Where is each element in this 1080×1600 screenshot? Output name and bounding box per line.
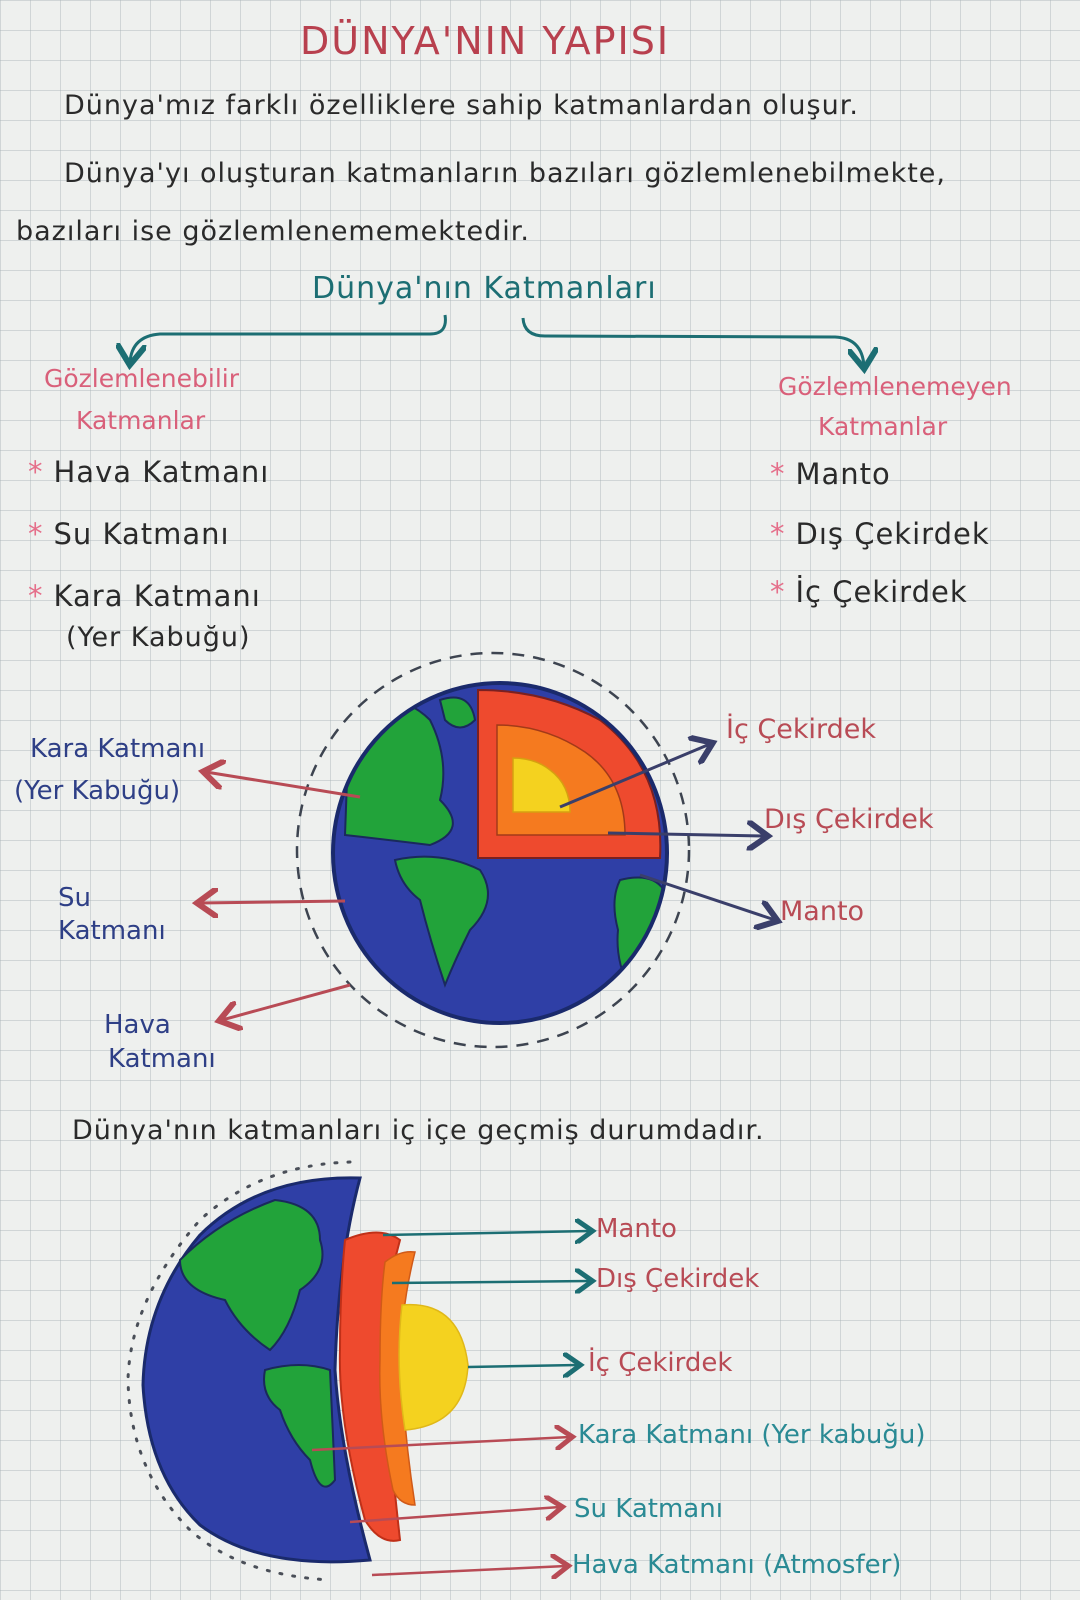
asterisk-bullet-icon: * <box>770 517 786 551</box>
diagram2-label-su: Su Katmanı <box>574 1494 723 1524</box>
diagram1-label-manto: Manto <box>780 896 865 927</box>
diagram1-label-kara-line2: (Yer Kabuğu) <box>14 776 181 806</box>
unobservable-heading-line2: Katmanlar <box>818 412 948 441</box>
nested-layers-sentence: Dünya'nın katmanları iç içe geçmiş durum… <box>72 1115 765 1146</box>
asterisk-bullet-icon: * <box>28 517 44 551</box>
observable-heading-line2: Katmanlar <box>76 406 206 435</box>
unobservable-heading-line1: Gözlemlenemeyen <box>778 372 1012 401</box>
diagram2-label-ic-cekirdek: İç Çekirdek <box>588 1348 733 1378</box>
intro-line-3: bazıları ise gözlemlenememektedir. <box>16 216 530 247</box>
page-title: DÜNYA'NIN YAPISI <box>300 19 671 63</box>
unobservable-item-ic-cekirdek: *İç Çekirdek <box>770 575 968 609</box>
diagram2-label-hava: Hava Katmanı (Atmosfer) <box>572 1550 902 1580</box>
intro-line-2: Dünya'yı oluşturan katmanların bazıları … <box>64 158 946 189</box>
layers-heading: Dünya'nın Katmanları <box>312 271 657 306</box>
diagram2-label-kara: Kara Katmanı (Yer kabuğu) <box>578 1420 926 1450</box>
observable-item-kara: *Kara Katmanı <box>28 579 261 613</box>
observable-item-hava: *Hava Katmanı <box>28 455 270 489</box>
asterisk-bullet-icon: * <box>770 457 786 491</box>
observable-item-su: *Su Katmanı <box>28 517 230 551</box>
diagram1-label-dis-cekirdek: Dış Çekirdek <box>764 804 934 835</box>
intro-line-1: Dünya'mız farklı özelliklere sahip katma… <box>64 90 859 121</box>
diagram1-label-ic-cekirdek: İç Çekirdek <box>726 714 877 745</box>
diagram1-label-hava-line1: Hava <box>104 1010 171 1040</box>
asterisk-bullet-icon: * <box>28 579 44 613</box>
observable-heading-line1: Gözlemlenebilir <box>44 364 240 393</box>
atmosphere-ring <box>295 651 691 1049</box>
unobservable-item-dis-cekirdek: *Dış Çekirdek <box>770 517 990 551</box>
asterisk-bullet-icon: * <box>28 455 44 489</box>
diagram1-label-kara-line1: Kara Katmanı <box>30 734 206 764</box>
asterisk-bullet-icon: * <box>770 575 786 609</box>
diagram2-label-dis-cekirdek: Dış Çekirdek <box>596 1264 760 1294</box>
diagram1-label-hava-line2: Katmanı <box>108 1044 216 1074</box>
diagram1-label-su-line1: Su <box>58 883 91 913</box>
unobservable-item-manto: *Manto <box>770 457 891 491</box>
observable-item-kara-note: (Yer Kabuğu) <box>66 622 251 653</box>
diagram2-label-manto: Manto <box>596 1214 677 1244</box>
diagram1-label-su-line2: Katmanı <box>58 916 166 946</box>
